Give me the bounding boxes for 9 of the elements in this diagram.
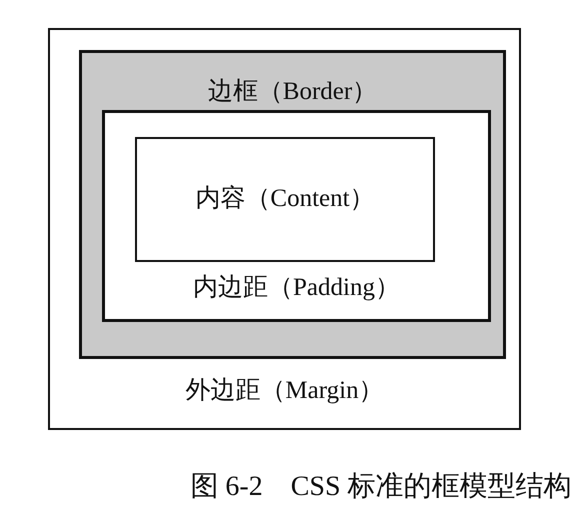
padding-box <box>102 110 491 322</box>
content-box <box>135 137 435 262</box>
figure-caption: 图 6-2 CSS 标准的框模型结构 <box>190 470 572 504</box>
box-label: 内边距（Padding） <box>193 273 400 303</box>
border-box <box>79 50 506 359</box>
box-label: 边框（Border） <box>208 77 378 107</box>
box-label: 内容（Content） <box>195 184 375 214</box>
margin-box <box>48 28 521 430</box>
box-label: 外边距（Margin） <box>185 376 384 406</box>
